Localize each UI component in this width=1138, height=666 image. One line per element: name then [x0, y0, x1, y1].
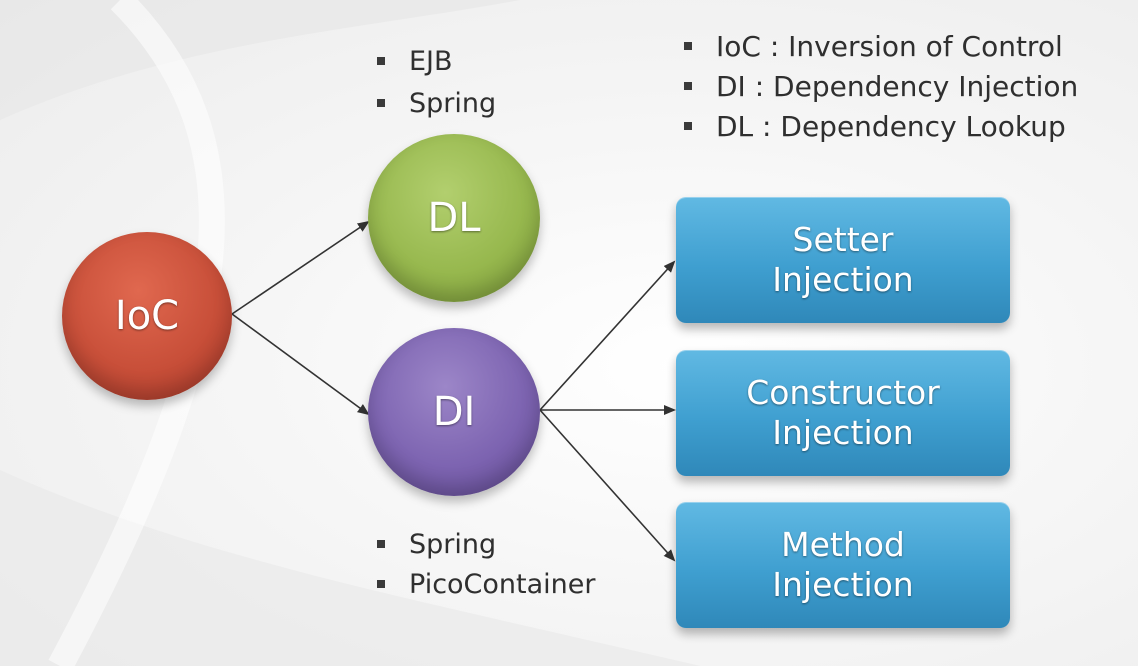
list-item: EJB: [377, 40, 496, 82]
list-item: IoC : Inversion of Control: [684, 26, 1078, 66]
ioc-node-label: IoC: [114, 293, 180, 339]
constructor-injection-line-1: Constructor: [746, 373, 940, 412]
bullet-square-icon: [684, 42, 692, 50]
bullet-square-icon: [377, 99, 385, 107]
ioc-node: IoC: [62, 232, 232, 400]
acronym-legend: IoC : Inversion of Control DI : Dependen…: [684, 26, 1078, 146]
arrow-di-to-setter: [539, 260, 676, 411]
setter-injection-line-1: Setter: [792, 220, 894, 259]
bullet-square-icon: [684, 122, 692, 130]
arrow-di-to-method: [539, 409, 676, 562]
di-example-text: PicoContainer: [409, 568, 596, 600]
di-node: DI: [368, 328, 540, 496]
bullet-square-icon: [377, 540, 385, 548]
legend-text: DI : Dependency Injection: [716, 69, 1079, 103]
arrow-ioc-to-dl: [231, 220, 370, 315]
constructor-injection-box: Constructor Injection: [676, 350, 1010, 476]
di-examples-list: Spring PicoContainer: [377, 524, 596, 604]
setter-injection-box: Setter Injection: [676, 197, 1010, 323]
legend-text: IoC : Inversion of Control: [716, 29, 1063, 63]
dl-examples-list: EJB Spring: [377, 40, 496, 124]
dl-node-label: DL: [427, 195, 481, 241]
list-item: PicoContainer: [377, 564, 596, 604]
bullet-square-icon: [684, 82, 692, 90]
legend-text: DL : Dependency Lookup: [716, 109, 1066, 143]
list-item: DI : Dependency Injection: [684, 66, 1078, 106]
di-example-text: Spring: [409, 528, 497, 560]
bullet-square-icon: [377, 580, 385, 588]
setter-injection-line-2: Injection: [772, 260, 914, 299]
arrow-ioc-to-di: [231, 313, 370, 416]
dl-node: DL: [368, 134, 540, 302]
list-item: DL : Dependency Lookup: [684, 106, 1078, 146]
method-injection-line-1: Method: [781, 525, 905, 564]
di-node-label: DI: [432, 389, 476, 435]
constructor-injection-line-2: Injection: [772, 413, 914, 452]
list-item: Spring: [377, 82, 496, 124]
method-injection-box: Method Injection: [676, 502, 1010, 628]
bullet-square-icon: [377, 57, 385, 65]
dl-example-text: Spring: [409, 87, 497, 119]
list-item: Spring: [377, 524, 596, 564]
method-injection-line-2: Injection: [772, 565, 914, 604]
dl-example-text: EJB: [409, 45, 453, 77]
